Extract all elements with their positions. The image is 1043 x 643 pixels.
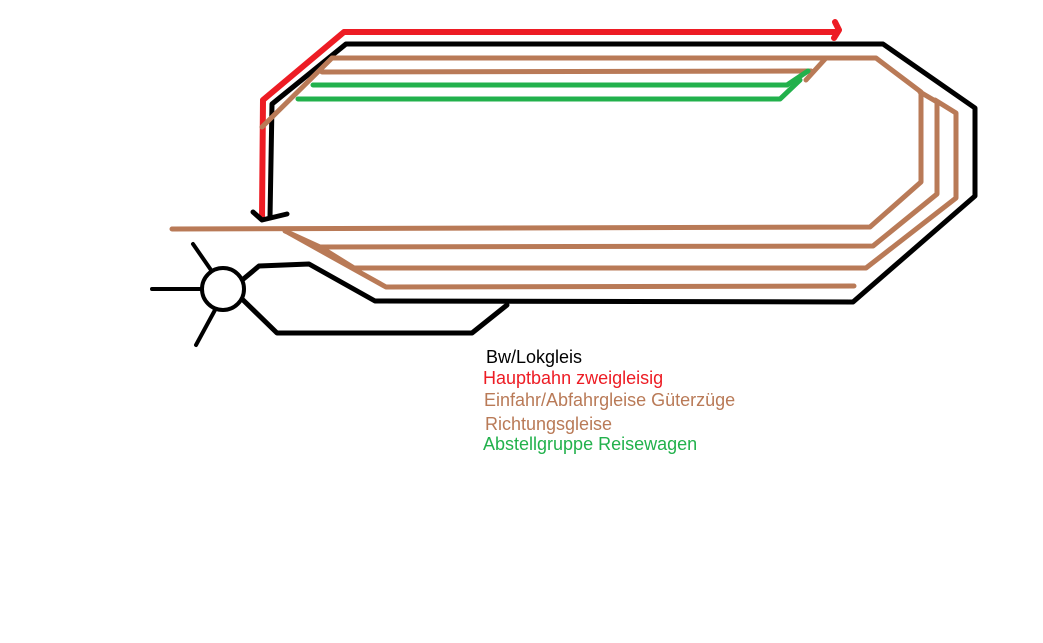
lokgleis-main-loop <box>238 41 978 305</box>
turntable <box>200 266 246 312</box>
legend-abstellgruppe: Abstellgruppe Reisewagen <box>483 434 698 454</box>
legend-richtungsgleise: Richtungsgleise <box>485 414 613 434</box>
legend-lokgleis: Bw/Lokgleis <box>486 347 583 367</box>
hauptbahn-track <box>259 19 842 221</box>
legend-gueterzuege: Einfahr/Abfahrgleise Güterzüge <box>484 390 736 410</box>
brown-track-2 <box>282 89 940 250</box>
lokgleis-arrow-tip <box>250 209 290 223</box>
abstellgruppe-track-2 <box>295 77 803 102</box>
lokgleis-bw-spur <box>238 295 510 336</box>
brown-top-siding-2 <box>319 68 814 75</box>
legend-hauptbahn: Hauptbahn zweigleisig <box>483 368 664 388</box>
brown-track-3 <box>322 97 959 271</box>
abstellgruppe-track-1 <box>310 68 811 88</box>
brown-track-4 <box>286 230 857 290</box>
brown-top-siding-1 <box>259 55 829 130</box>
turntable-spokes <box>150 242 217 347</box>
